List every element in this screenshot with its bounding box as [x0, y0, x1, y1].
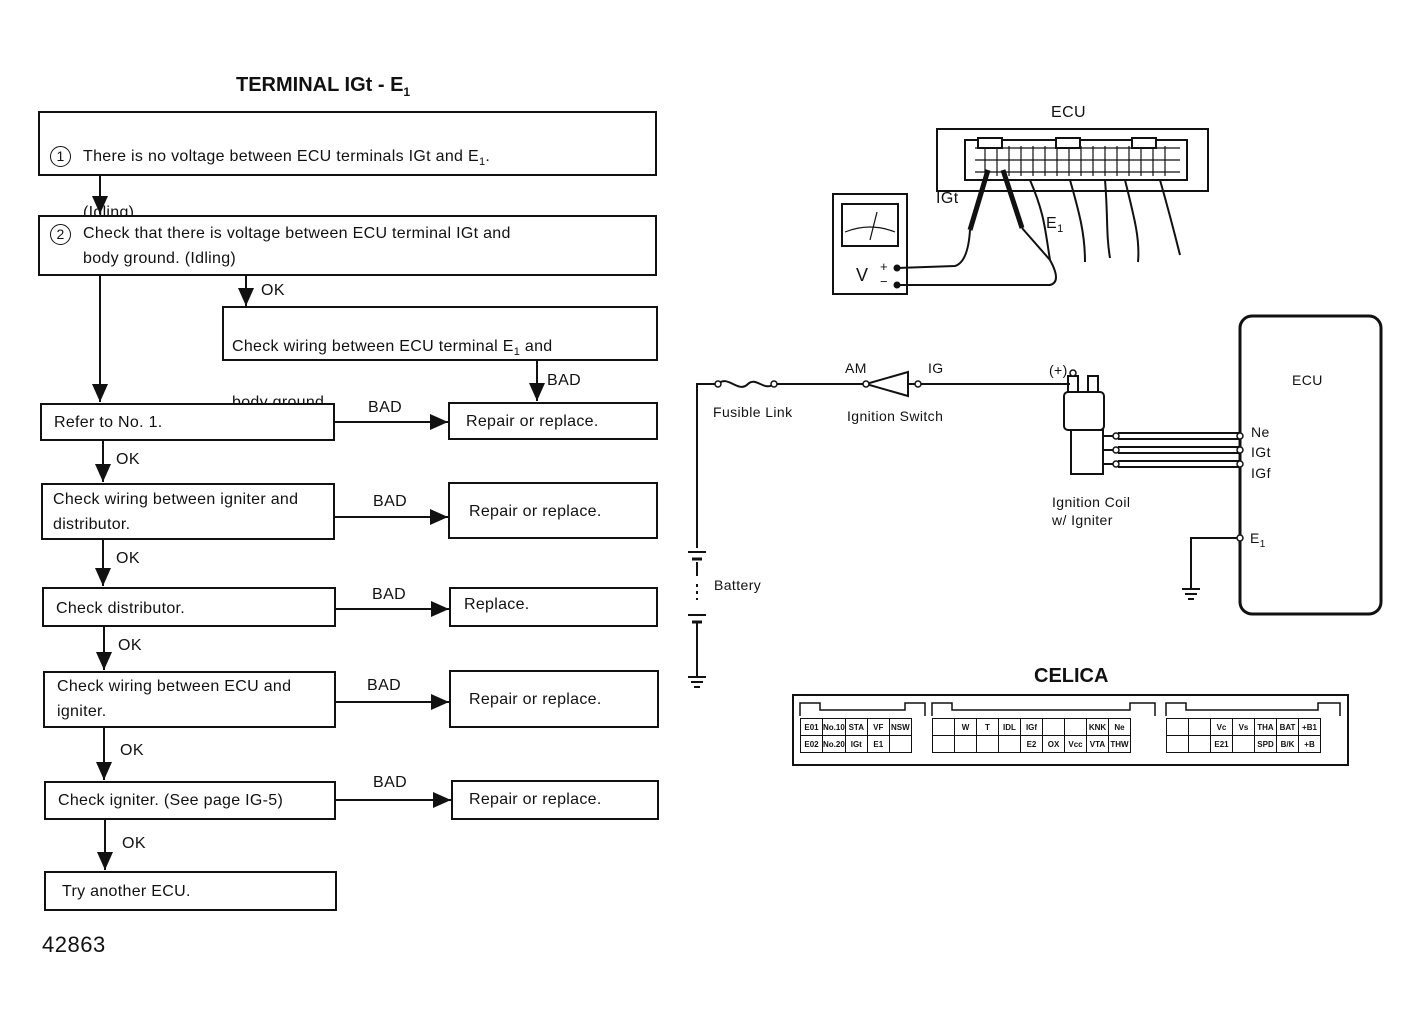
try-another-ecu-box: Try another ECU. [44, 871, 337, 911]
fusible-link-label: Fusible Link [713, 404, 793, 420]
figure-number: 42863 [42, 932, 106, 957]
pin-cell: +B [1298, 735, 1321, 753]
ecu-label: ECU [1292, 372, 1323, 388]
igt-probe-label: IGt [936, 190, 959, 207]
bad-label: BAD [367, 677, 402, 694]
ignition-switch-label: Ignition Switch [847, 408, 944, 424]
pin-cell: E1 [866, 735, 890, 753]
minus-terminal-label: − [880, 274, 888, 289]
bad-label: BAD [547, 372, 582, 389]
igniter-check-box: Check igniter. (See page IG-5) [44, 781, 336, 820]
repair-box: Repair or replace. [451, 780, 659, 820]
voltmeter-label: V [856, 265, 869, 285]
ignition-coil-label: Ignition Coil w/ Igniter [1052, 494, 1131, 528]
flowchart-title: TERMINAL IGt - E1 [236, 74, 411, 99]
igniter-distributor-box: Check wiring between igniter and distrib… [41, 483, 335, 540]
step-2-text: Check that there is voltage between ECU … [83, 225, 511, 267]
ig-terminal-label: IG [928, 360, 944, 376]
pin-cell: THW [1108, 735, 1131, 753]
step-1-text: There is no voltage between ECU terminal… [83, 148, 479, 165]
ne-terminal-label: Ne [1251, 424, 1270, 440]
ok-label: OK [116, 550, 140, 567]
plus-terminal-label: (+) [1049, 362, 1068, 378]
connector-block-1: E01 No.10 STA VF NSW E02 No.20 IGt E1 [800, 718, 912, 753]
am-terminal-label: AM [845, 360, 867, 376]
bad-label: BAD [373, 774, 408, 791]
connector-title: CELICA [1034, 665, 1109, 687]
plus-terminal-label: + [880, 259, 888, 274]
ok-label: OK [261, 282, 285, 299]
connector-block-3: Vc Vs THA BAT +B1 E21 SPD B/K +B [1166, 718, 1321, 753]
bad-label: BAD [373, 493, 408, 510]
connector-block-2: W T IDL IGf KNK Ne E2 OX Vcc VTA THW [932, 718, 1131, 753]
step-number-2: 2 [50, 224, 71, 245]
igt-terminal-label: IGt [1251, 444, 1271, 460]
ecu-label: ECU [1051, 104, 1086, 121]
refer-box: Refer to No. 1. [40, 403, 335, 441]
bad-label: BAD [368, 399, 403, 416]
pin-cell: IGt [844, 735, 868, 753]
repair-box: Repair or replace. [449, 670, 659, 728]
repair-box: Repair or replace. [448, 402, 658, 440]
step-2-box: 2 Check that there is voltage between EC… [38, 215, 657, 276]
e1-terminal-label: E1 [1250, 530, 1266, 550]
battery-label: Battery [714, 577, 762, 593]
ok-label: OK [120, 742, 144, 759]
step-number-1: 1 [50, 146, 71, 168]
ok-label: OK [118, 637, 142, 654]
pin-cell: Ne [1108, 718, 1131, 736]
ok-label: OK [116, 451, 140, 468]
repair-box: Repair or replace. [448, 482, 658, 539]
bad-label: BAD [372, 586, 407, 603]
replace-box: Replace. [449, 587, 658, 627]
ecu-igniter-wiring-box: Check wiring between ECU and igniter. [43, 671, 336, 728]
ok-label: OK [122, 835, 146, 852]
igf-terminal-label: IGf [1251, 465, 1271, 481]
pin-cell [888, 735, 912, 753]
pin-cell: B/K [1276, 735, 1299, 753]
pin-cell: E02 [800, 735, 823, 753]
distributor-box: Check distributor. [42, 587, 336, 627]
connector-frame [792, 694, 1349, 766]
e1-probe-label: E1 [1046, 215, 1064, 236]
